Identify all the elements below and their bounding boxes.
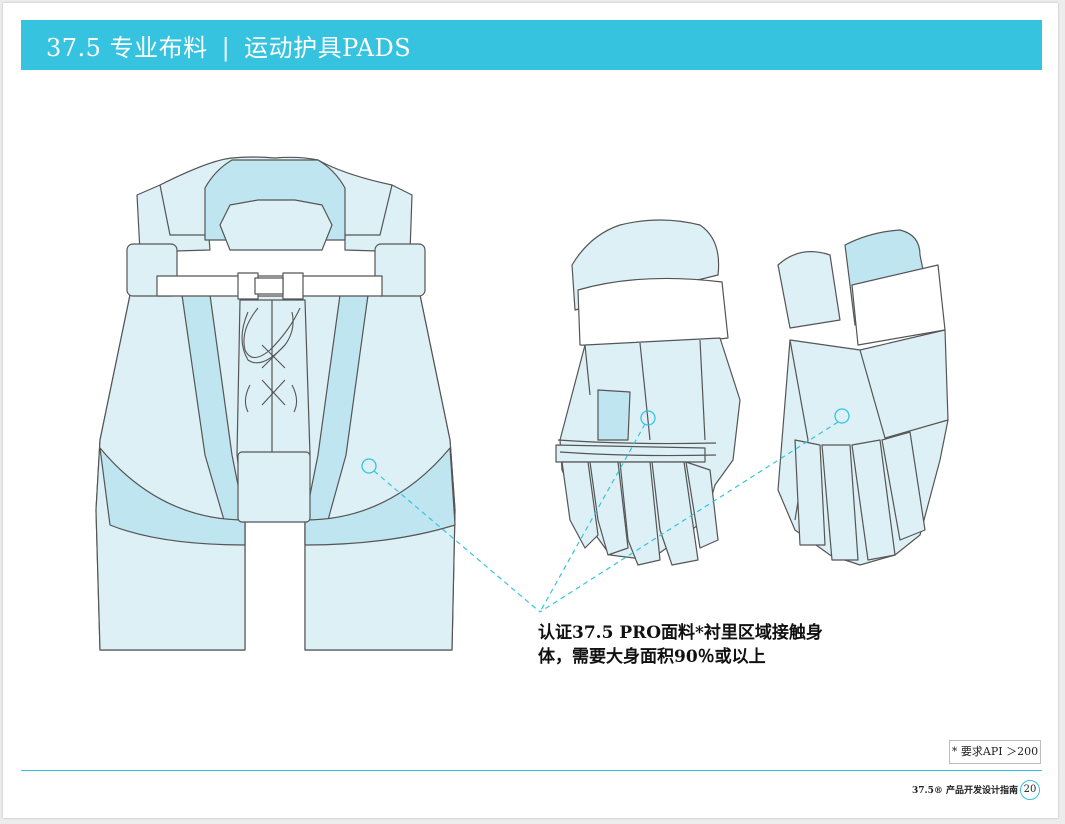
section-label: 37.5 专业布料 [46,34,208,62]
footer-guide-title: 37.5® 产品开发设计指南 [911,786,1018,796]
subject-label: 运动护具PADS [244,34,412,62]
hockey-glove-palm-illustration [555,219,741,566]
product-illustrations [95,156,949,651]
page-title: 37.5 专业布料 | 运动护具PADS [46,28,411,63]
footer-divider [21,770,1042,771]
callout-line-1: 认证37.5 PRO面料*衬里区域接触身 [538,623,823,643]
header-bar: 37.5 专业布料 | 运动护具PADS [21,20,1042,70]
callout-line-2: 体，需要大身面积90％或以上 [538,647,766,667]
hockey-glove-back-illustration [777,229,949,566]
hockey-pants-illustration [95,156,456,651]
api-note: * 要求API ＞200 [949,740,1041,764]
callout-leader-lines [373,421,839,613]
fabric-callout: 认证37.5 PRO面料*衬里区域接触身 体，需要大身面积90％或以上 [538,621,843,669]
page-number: 20 [1020,780,1040,800]
title-separator: | [221,34,231,62]
document-page: 37.5 专业布料 | 运动护具PADS [3,3,1058,818]
